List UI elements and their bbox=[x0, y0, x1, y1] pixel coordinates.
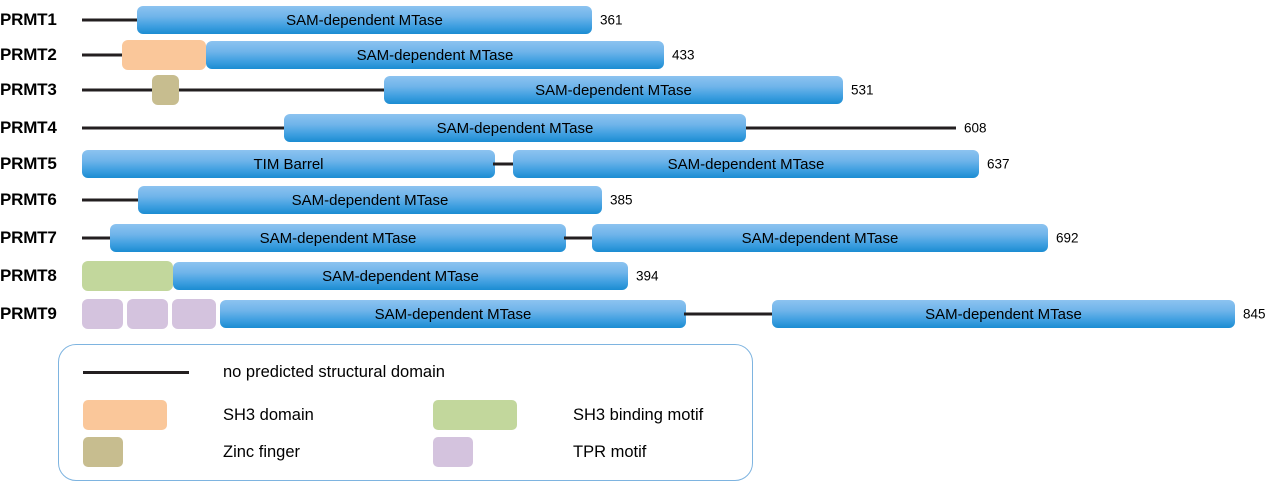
protein-length-label: 845 bbox=[1243, 306, 1266, 322]
domain-label: SAM-dependent MTase bbox=[667, 155, 825, 173]
domain-block-sh3b bbox=[82, 261, 173, 291]
no-domain-line bbox=[82, 126, 284, 130]
domain-block-mtase: SAM-dependent MTase bbox=[592, 224, 1048, 252]
protein-row: PRMT8 SAM-dependent MTase 394 bbox=[0, 258, 1268, 294]
protein-row: PRMT1 SAM-dependent MTase 361 bbox=[0, 2, 1268, 38]
legend-item: Zinc finger bbox=[83, 437, 300, 467]
domain-label: SAM-dependent MTase bbox=[741, 229, 899, 247]
legend-label: no predicted structural domain bbox=[223, 363, 445, 381]
no-domain-line bbox=[82, 53, 124, 57]
domain-label: SAM-dependent MTase bbox=[291, 191, 449, 209]
protein-name-label: PRMT7 bbox=[0, 228, 57, 247]
protein-track: SAM-dependent MTase 531 bbox=[76, 72, 1268, 108]
no-domain-line bbox=[493, 162, 515, 166]
legend-color-swatch bbox=[83, 437, 123, 467]
protein-track: SAM-dependent MTase 385 bbox=[76, 182, 1268, 218]
no-domain-line bbox=[82, 198, 138, 202]
domain-label: SAM-dependent MTase bbox=[356, 46, 514, 64]
protein-track: TIM Barrel SAM-dependent MTase 637 bbox=[76, 146, 1268, 182]
no-domain-line bbox=[82, 88, 384, 92]
protein-length-label: 637 bbox=[987, 156, 1010, 172]
domain-block-mtase: SAM-dependent MTase bbox=[138, 186, 602, 214]
protein-length-label: 394 bbox=[636, 268, 659, 284]
protein-row: PRMT6 SAM-dependent MTase 385 bbox=[0, 182, 1268, 218]
domain-label: SAM-dependent MTase bbox=[535, 81, 692, 99]
no-domain-line bbox=[82, 236, 110, 240]
domain-block-tpr bbox=[172, 299, 216, 329]
legend-label: SH3 binding motif bbox=[573, 405, 704, 424]
domain-label: SAM-dependent MTase bbox=[259, 229, 417, 247]
protein-row: PRMT2 SAM-dependent MTase 433 bbox=[0, 37, 1268, 73]
protein-name-label: PRMT4 bbox=[0, 118, 57, 137]
domain-block-tpr bbox=[82, 299, 123, 329]
protein-name-label: PRMT9 bbox=[0, 304, 57, 323]
protein-length-label: 385 bbox=[610, 192, 633, 208]
domain-block-mtase: SAM-dependent MTase bbox=[220, 300, 686, 328]
domain-block-mtase: SAM-dependent MTase bbox=[206, 41, 664, 69]
legend-item: SH3 binding motif bbox=[433, 400, 703, 430]
protein-name-label: PRMT1 bbox=[0, 10, 57, 29]
domain-block-zinc bbox=[152, 75, 179, 105]
protein-row: PRMT5 TIM Barrel SAM-dependent MTase 637 bbox=[0, 146, 1268, 182]
protein-length-label: 692 bbox=[1056, 230, 1079, 246]
domain-block-mtase: SAM-dependent MTase bbox=[384, 76, 843, 104]
legend-item: no predicted structural domain bbox=[83, 363, 445, 382]
protein-length-label: 531 bbox=[851, 82, 874, 98]
domain-block-sh3 bbox=[122, 40, 206, 70]
protein-track: SAM-dependent MTase 394 bbox=[76, 258, 1268, 294]
protein-length-label: 433 bbox=[672, 47, 695, 63]
domain-block-mtase: SAM-dependent MTase bbox=[173, 262, 628, 290]
legend-line-swatch bbox=[83, 371, 189, 374]
protein-row: PRMT3 SAM-dependent MTase 531 bbox=[0, 72, 1268, 108]
domain-label: SAM-dependent MTase bbox=[322, 267, 479, 285]
domain-label: SAM-dependent MTase bbox=[374, 305, 532, 323]
legend-item: TPR motif bbox=[433, 437, 646, 467]
legend-color-swatch bbox=[83, 400, 167, 430]
protein-track: SAM-dependent MTase SAM-dependent MTase 84… bbox=[76, 296, 1268, 332]
domain-label: SAM-dependent MTase bbox=[925, 305, 1082, 323]
protein-track: SAM-dependent MTase 433 bbox=[76, 37, 1268, 73]
protein-track: SAM-dependent MTase 608 bbox=[76, 110, 1268, 146]
legend-label: SH3 domain bbox=[223, 405, 314, 424]
no-domain-line bbox=[564, 236, 594, 240]
no-domain-line bbox=[684, 312, 774, 316]
domain-block-mtase: SAM-dependent MTase bbox=[110, 224, 566, 252]
legend-label: Zinc finger bbox=[223, 442, 301, 461]
protein-length-label: 361 bbox=[600, 12, 623, 28]
legend-color-swatch bbox=[433, 437, 473, 467]
domain-block-mtase: SAM-dependent MTase bbox=[772, 300, 1235, 328]
protein-name-label: PRMT6 bbox=[0, 190, 57, 209]
no-domain-line bbox=[82, 18, 137, 22]
domain-block-tpr bbox=[127, 299, 168, 329]
domain-block-mtase: SAM-dependent MTase bbox=[284, 114, 746, 142]
domain-block-mtase: SAM-dependent MTase bbox=[513, 150, 979, 178]
domain-block-mtase: SAM-dependent MTase bbox=[137, 6, 592, 34]
legend-color-swatch bbox=[433, 400, 517, 430]
legend-item: SH3 domain bbox=[83, 400, 314, 430]
domain-block-tim: TIM Barrel bbox=[82, 150, 495, 178]
protein-length-label: 608 bbox=[964, 120, 987, 136]
domain-label: SAM-dependent MTase bbox=[436, 119, 594, 137]
protein-track: SAM-dependent MTase 361 bbox=[76, 2, 1268, 38]
protein-track: SAM-dependent MTase SAM-dependent MTase 69… bbox=[76, 220, 1268, 256]
domain-label: TIM Barrel bbox=[253, 155, 324, 173]
legend-label: TPR motif bbox=[573, 442, 647, 461]
protein-name-label: PRMT3 bbox=[0, 80, 57, 99]
protein-name-label: PRMT2 bbox=[0, 45, 57, 64]
protein-name-label: PRMT8 bbox=[0, 266, 57, 285]
protein-row: PRMT4 SAM-dependent MTase 608 bbox=[0, 110, 1268, 146]
protein-name-label: PRMT5 bbox=[0, 154, 57, 173]
no-domain-line bbox=[746, 126, 956, 130]
domain-label: SAM-dependent MTase bbox=[286, 11, 443, 29]
